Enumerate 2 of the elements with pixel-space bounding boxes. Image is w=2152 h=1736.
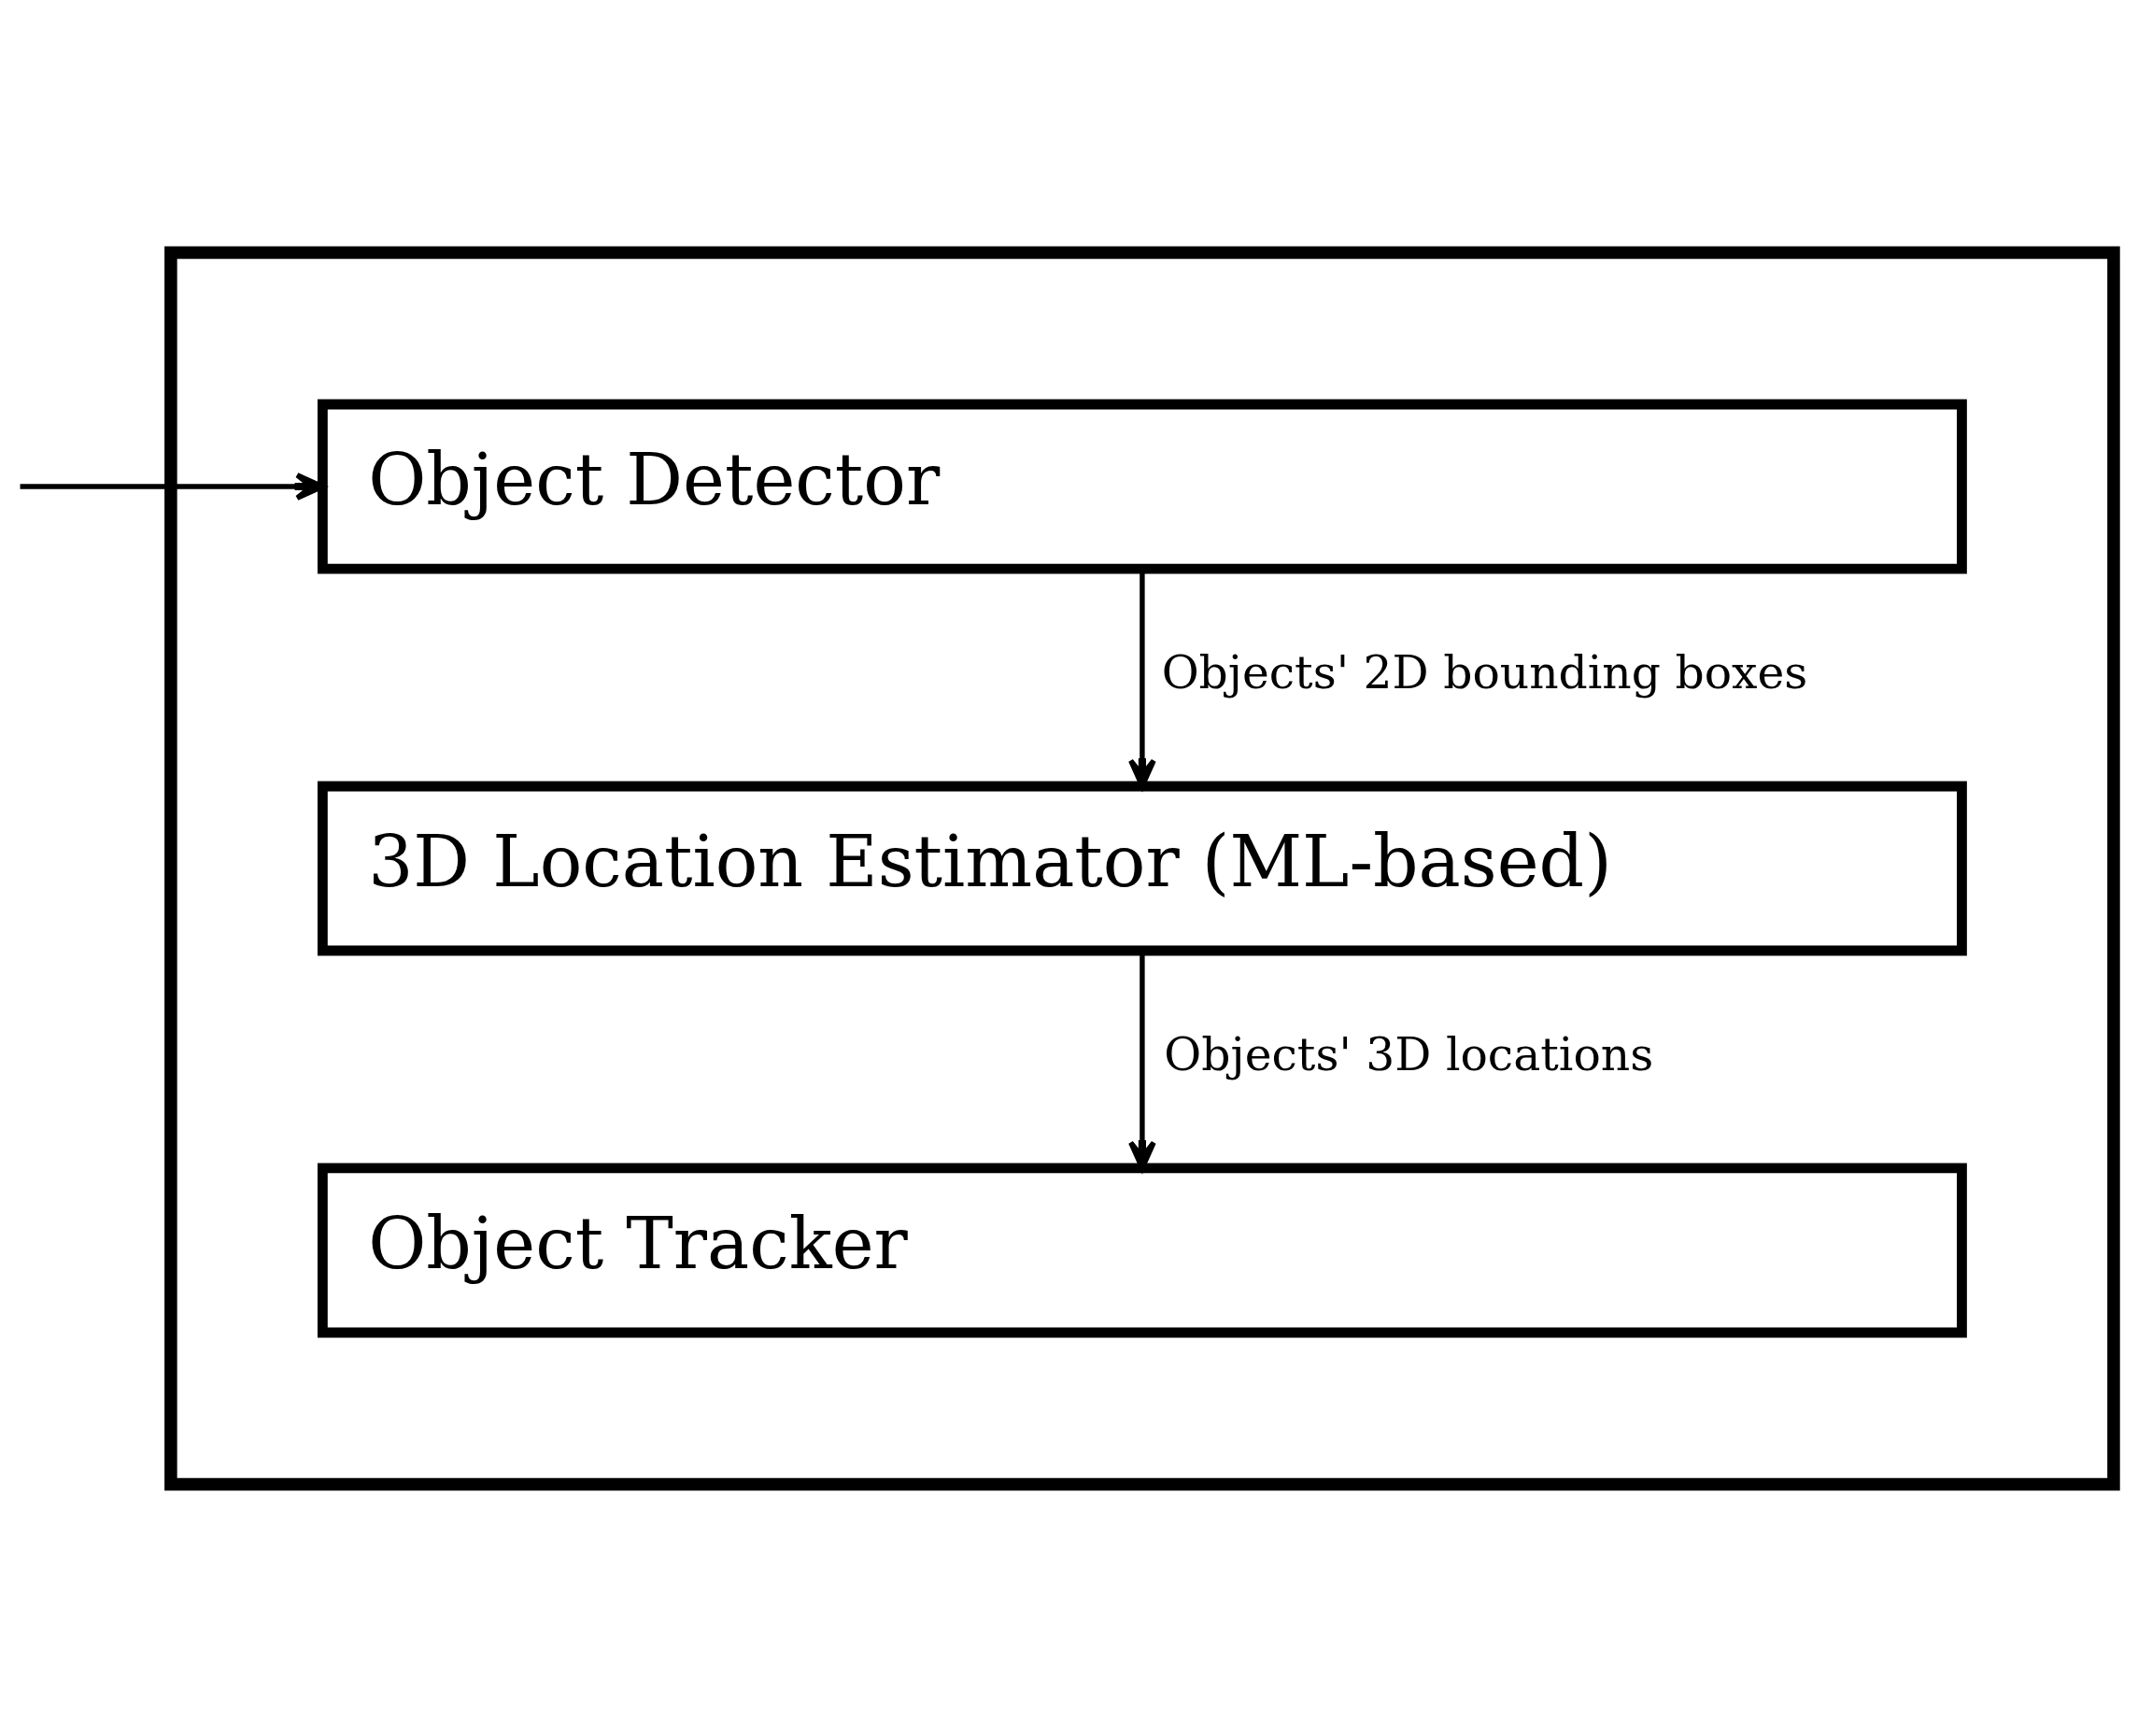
edge-label: Objects' 2D bounding boxes: [1161, 645, 1808, 699]
edge-label: Objects' 3D locations: [1164, 1027, 1654, 1080]
